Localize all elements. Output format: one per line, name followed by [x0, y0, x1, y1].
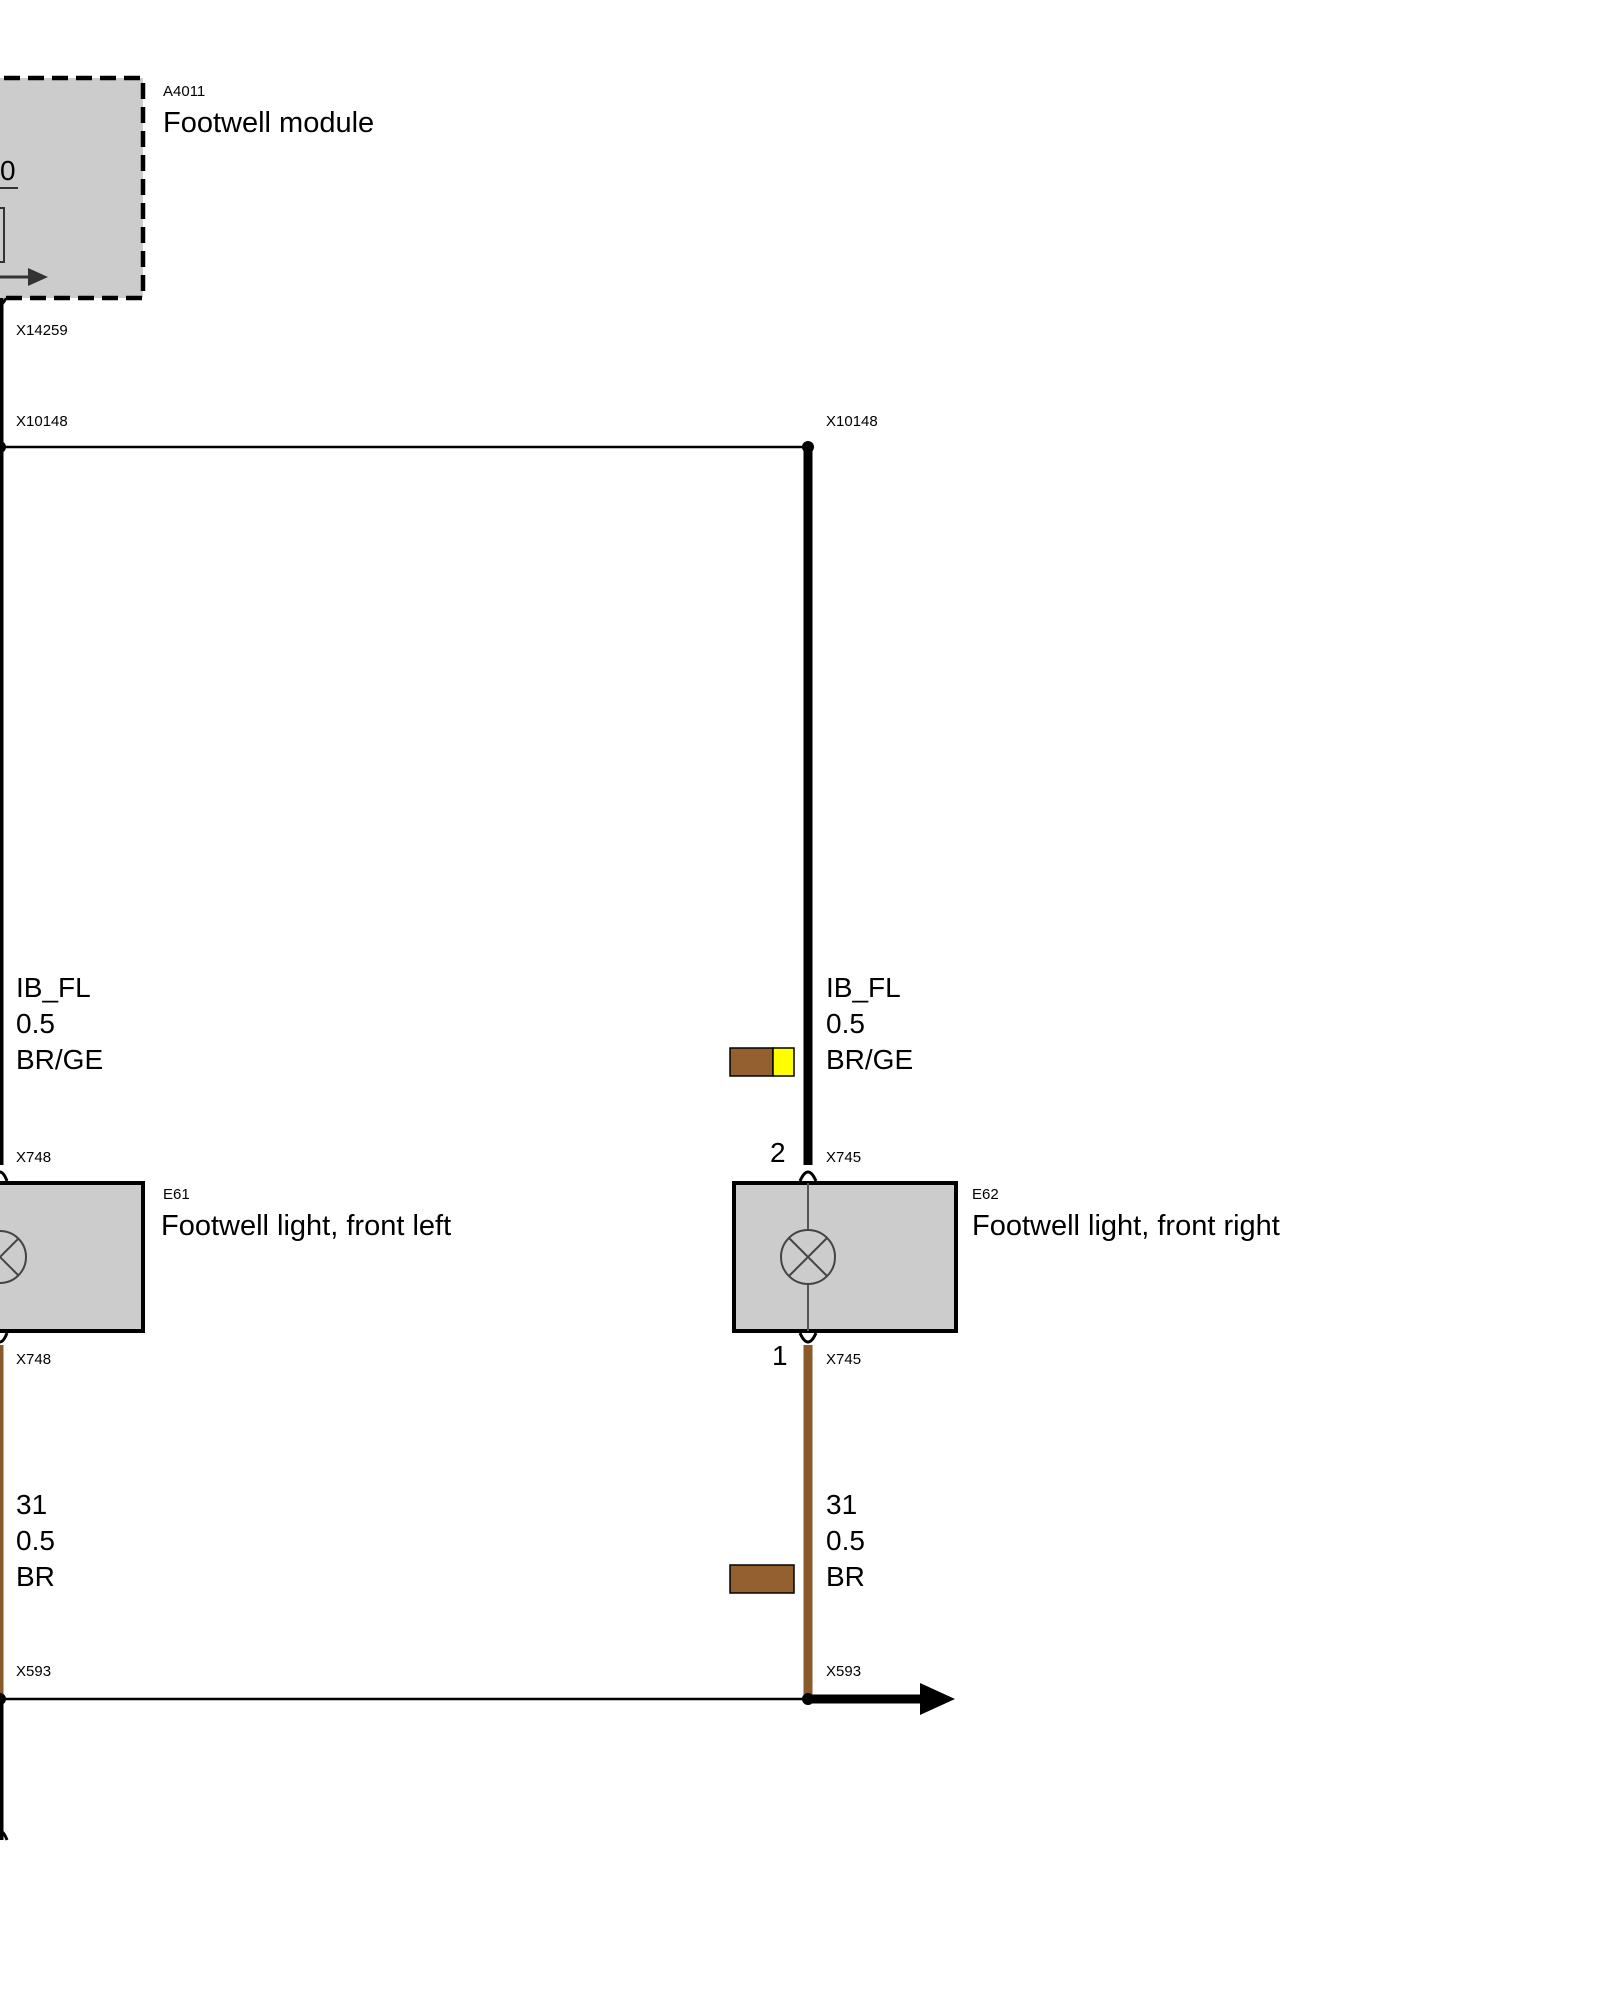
module-partial-pin-text: 0 — [0, 155, 16, 186]
x748-top-pin-hook — [0, 1170, 9, 1182]
module-id: A4011 — [163, 83, 206, 100]
wire-ground-left-signal: 31 — [16, 1489, 48, 1520]
wire-ground-left-gauge: 0.5 — [16, 1525, 55, 1556]
wire-ground-left-color: BR — [16, 1561, 55, 1592]
connector-x745-bottom: X745 — [826, 1351, 862, 1368]
wire-ib-left-signal: IB_FL — [16, 972, 91, 1003]
light-left-box — [0, 1181, 145, 1333]
connector-x748-bottom: X748 — [16, 1351, 52, 1368]
light-right-name: Footwell light, front right — [972, 1210, 1280, 1242]
br-color-swatch — [729, 1564, 795, 1594]
footwell-module-box — [0, 75, 146, 301]
continuation-arrow-icon — [808, 1683, 955, 1715]
connector-x745-top: X745 — [826, 1149, 862, 1166]
splice-node-top-left — [0, 441, 6, 453]
lamp-icon — [780, 1229, 836, 1285]
connector-x748-top: X748 — [16, 1149, 52, 1166]
x748-bottom-pin-hook — [0, 1332, 9, 1344]
wire-ground-right-gauge: 0.5 — [826, 1525, 865, 1556]
sense-pin-arrow-icon — [0, 187, 48, 286]
x745-bottom-pin-hook — [798, 1332, 818, 1344]
light-right-id: E62 — [972, 1186, 999, 1203]
light-right-pin-top: 2 — [770, 1137, 786, 1168]
wire-ib-left-color: BR/GE — [16, 1044, 104, 1075]
wire-ib-right-gauge: 0.5 — [826, 1008, 865, 1039]
wire-ib-right-signal: IB_FL — [826, 972, 901, 1003]
module-name: Footwell module — [163, 107, 375, 139]
light-right-box — [732, 1181, 958, 1333]
connector-x14259: X14259 — [16, 322, 68, 339]
light-right-pin-bottom: 1 — [772, 1340, 788, 1371]
x745-top-pin-hook — [798, 1170, 818, 1182]
splice-top-left-label: X10148 — [16, 413, 68, 430]
splice-bottom-left-label: X593 — [16, 1663, 52, 1680]
light-left-name: Footwell light, front left — [161, 1210, 452, 1242]
wire-ground-right-signal: 31 — [826, 1489, 858, 1520]
wire-ib-left-gauge: 0.5 — [16, 1008, 55, 1039]
splice-top-right-label: X10148 — [826, 413, 878, 430]
wire-ib-right-color: BR/GE — [826, 1044, 914, 1075]
lamp-icon — [0, 1230, 27, 1284]
x14259-pin-hook — [0, 297, 8, 307]
splice-bottom-right-label: X593 — [826, 1663, 862, 1680]
light-left-id: E61 — [163, 1186, 190, 1203]
wire-ground-right-color: BR — [826, 1561, 865, 1592]
ground-pin-hook — [0, 1829, 9, 1841]
br-ge-color-swatch — [729, 1047, 795, 1077]
